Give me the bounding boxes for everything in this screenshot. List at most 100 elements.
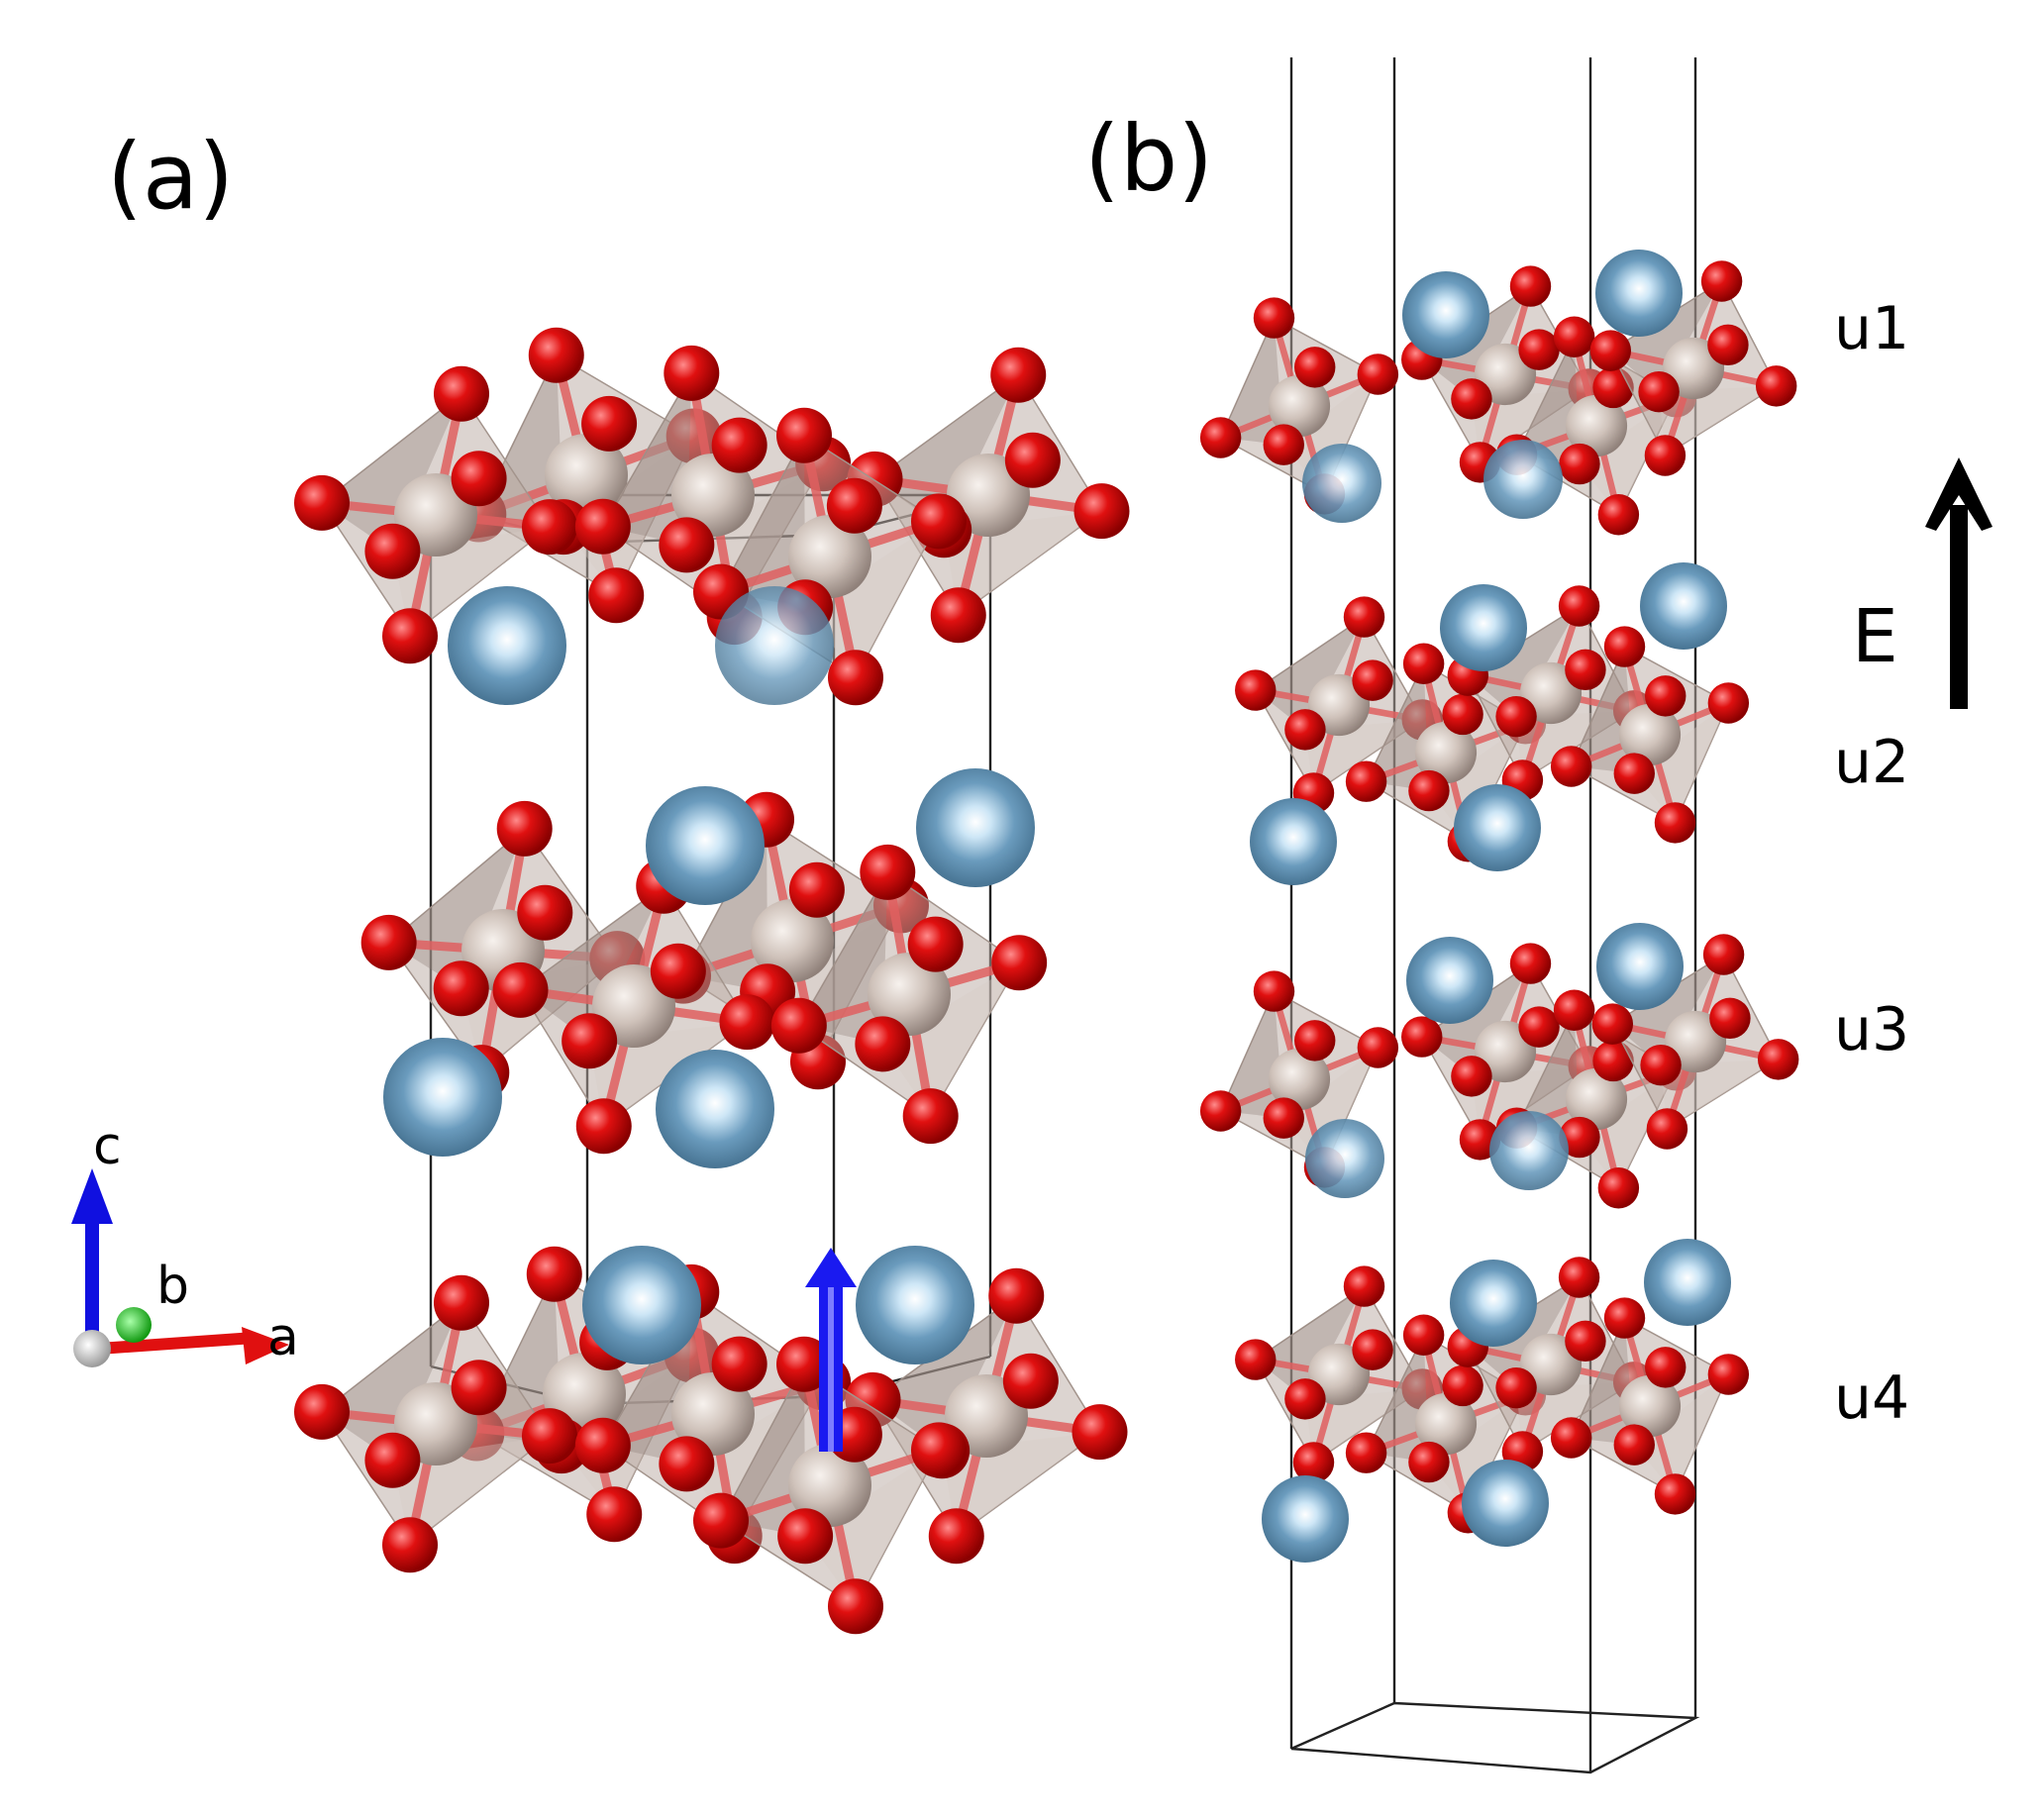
oxygen-atom [1263,424,1305,465]
oxygen-atom [988,1267,1045,1324]
oxygen-atom [581,395,638,452]
a-site-atom [1595,250,1683,337]
oxygen-atom [1707,1354,1750,1395]
oxygen-atom [1591,1003,1634,1045]
oxygen-atom [528,327,584,383]
oxygen-atom [1757,1039,1799,1080]
oxygen-atom [433,960,489,1017]
b-site-atom [1618,1374,1682,1438]
a-site-atom [656,1050,774,1168]
oxygen-atom [1352,659,1393,701]
oxygen-atom [711,417,767,473]
b-axis-marker [116,1307,152,1343]
oxygen-atom [776,407,833,463]
oxygen-atom [1638,370,1680,413]
oxygen-atom [1199,1090,1242,1132]
polarization-arrow [805,1248,857,1452]
oxygen-atom [1654,1473,1696,1515]
oxygen-atom [1559,443,1600,485]
oxygen-atom [1442,693,1483,736]
a-site-cations-a [383,586,1035,1364]
oxygen-atom [650,943,706,999]
b-site-atom [1414,1392,1478,1456]
a-site-atom [1440,584,1527,671]
b-site-atom [1307,673,1371,737]
oxygen-atom [382,1517,439,1573]
oxygen-atom [1654,802,1696,844]
oxygen-atom [1284,1378,1326,1420]
a-site-atom [1406,937,1493,1024]
b-site-atom [1565,1067,1628,1131]
electric-field-arrow [1925,457,1993,709]
a-site-atom [1596,923,1684,1010]
oxygen-atom [1402,1314,1445,1356]
a-site-atom [1462,1460,1549,1547]
b-site-atom [1664,1010,1727,1073]
octahedral-layer-a-middle [360,791,1048,1155]
a-site-atom [646,786,765,905]
a-site-atom [1644,1239,1731,1326]
oxygen-atom [1408,1441,1450,1483]
oxygen-atom [1253,297,1295,339]
oxygen-atom [1553,989,1595,1031]
oxygen-atom [496,800,553,857]
oxygen-atom [664,345,720,401]
octahedron [1550,626,1750,844]
a-site-atom [1483,440,1563,519]
a-site-atom [1402,271,1489,358]
oxygen-atom [1565,649,1606,691]
oxygen-atom [855,1016,911,1072]
oxygen-atom [1293,347,1336,388]
a-site-cations-b [1250,250,1731,1563]
b-site-atom [788,515,871,598]
oxygen-atom [382,608,439,664]
panel-b-label: (b) [1084,106,1213,212]
oxygen-atom [360,914,417,970]
oxygen-atom [1644,435,1686,476]
oxygen-atom [1509,265,1552,307]
b-site-atom [1519,661,1583,725]
oxygen-atom [1293,1020,1336,1061]
oxygen-atom [776,1336,833,1392]
octahedron [1550,1297,1750,1515]
oxygen-atom [1707,324,1749,366]
layer-label-u2: u2 [1834,728,1909,797]
a-axis-arrow [98,1332,249,1355]
b-site-atom [751,899,834,982]
a-axis-label: a [267,1308,299,1367]
octahedron [492,858,775,1155]
a-site-atom [383,1038,502,1157]
oxygen-atom [521,499,577,556]
oxygen-atom [1550,746,1592,787]
a-site-atom [1640,562,1727,650]
a-site-atom [715,586,834,705]
origin-marker [73,1330,111,1367]
a-site-atom [1489,1111,1569,1190]
oxygen-atom [902,1088,959,1145]
oxygen-atom [1451,378,1492,420]
oxygen-atom [1644,1347,1686,1388]
layer-label-u1: u1 [1834,294,1909,363]
oxygen-atom [433,1274,489,1331]
oxygen-atom [659,1436,715,1492]
oxygen-atom [1597,1167,1640,1209]
oxygen-atom [910,493,967,550]
b-site-atom [671,1372,755,1456]
oxygen-atom [1509,943,1552,984]
oxygen-atom [719,994,775,1051]
oxygen-atom [1002,1353,1059,1409]
oxygen-atom [294,1383,351,1440]
oxygen-atom [1343,1265,1385,1307]
oxygen-atom [1235,1339,1277,1380]
a-site-atom [1305,1119,1384,1198]
oxygen-atom [1235,669,1277,711]
oxygen-atom [827,1578,883,1635]
a-site-atom [856,1246,974,1364]
oxygen-atom [1352,1329,1393,1370]
a-site-atom [1250,798,1337,885]
field-label: E [1852,594,1898,679]
oxygen-atom [1343,596,1385,638]
oxygen-atom [1345,1432,1387,1473]
octahedron [1235,1265,1443,1483]
